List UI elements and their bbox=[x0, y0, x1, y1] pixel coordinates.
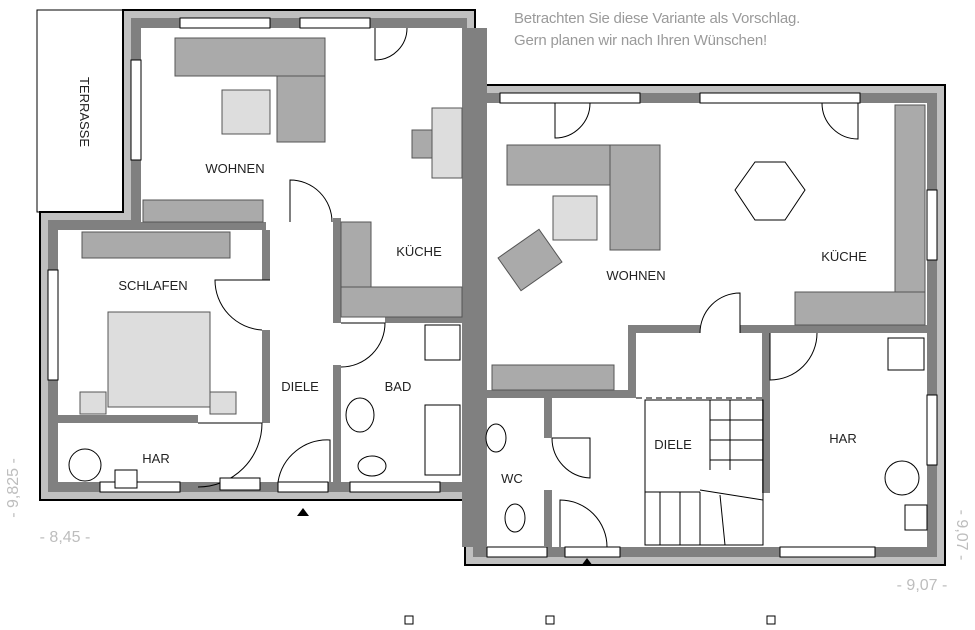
marker-square bbox=[766, 615, 776, 625]
room-label-terrasse: TERRASSE bbox=[77, 77, 92, 147]
room-label-diele-left: DIELE bbox=[281, 379, 319, 394]
terrace bbox=[36, 9, 126, 213]
dimension-right-width: - 9,07 - bbox=[897, 577, 948, 594]
doors bbox=[197, 27, 859, 548]
marker-square bbox=[404, 615, 414, 625]
room-label-diele-right: DIELE bbox=[654, 437, 692, 452]
floor-area bbox=[58, 28, 927, 547]
marker-square bbox=[545, 615, 555, 625]
dimension-right-height: - 9,07 - bbox=[953, 510, 970, 561]
dimension-left-width: - 8,45 - bbox=[40, 529, 91, 546]
room-label-wohnen-right: WOHNEN bbox=[606, 268, 665, 283]
room-label-kueche-left: KÜCHE bbox=[396, 244, 442, 259]
note-line-2: Gern planen wir nach Ihren Wünschen! bbox=[514, 32, 767, 49]
dimension-left-height: - 9,825 - bbox=[5, 458, 22, 518]
furniture-right bbox=[485, 104, 928, 546]
room-label-schlafen: SCHLAFEN bbox=[118, 278, 187, 293]
entrance-marker-left bbox=[297, 508, 309, 516]
note-line-1: Betrachten Sie diese Variante als Vorsch… bbox=[514, 10, 801, 27]
room-label-kueche-right: KÜCHE bbox=[821, 249, 867, 264]
room-label-har-right: HAR bbox=[829, 431, 856, 446]
proposal-note: Betrachten Sie diese Variante als Vorsch… bbox=[514, 8, 800, 52]
room-label-wohnen-left: WOHNEN bbox=[205, 161, 264, 176]
room-label-bad: BAD bbox=[385, 379, 412, 394]
entrance-marker-right bbox=[581, 558, 593, 566]
room-label-har-left: HAR bbox=[142, 451, 169, 466]
furniture-left bbox=[68, 37, 463, 491]
room-label-wc: WC bbox=[501, 471, 523, 486]
interior-walls bbox=[58, 28, 927, 547]
windows bbox=[47, 17, 938, 558]
